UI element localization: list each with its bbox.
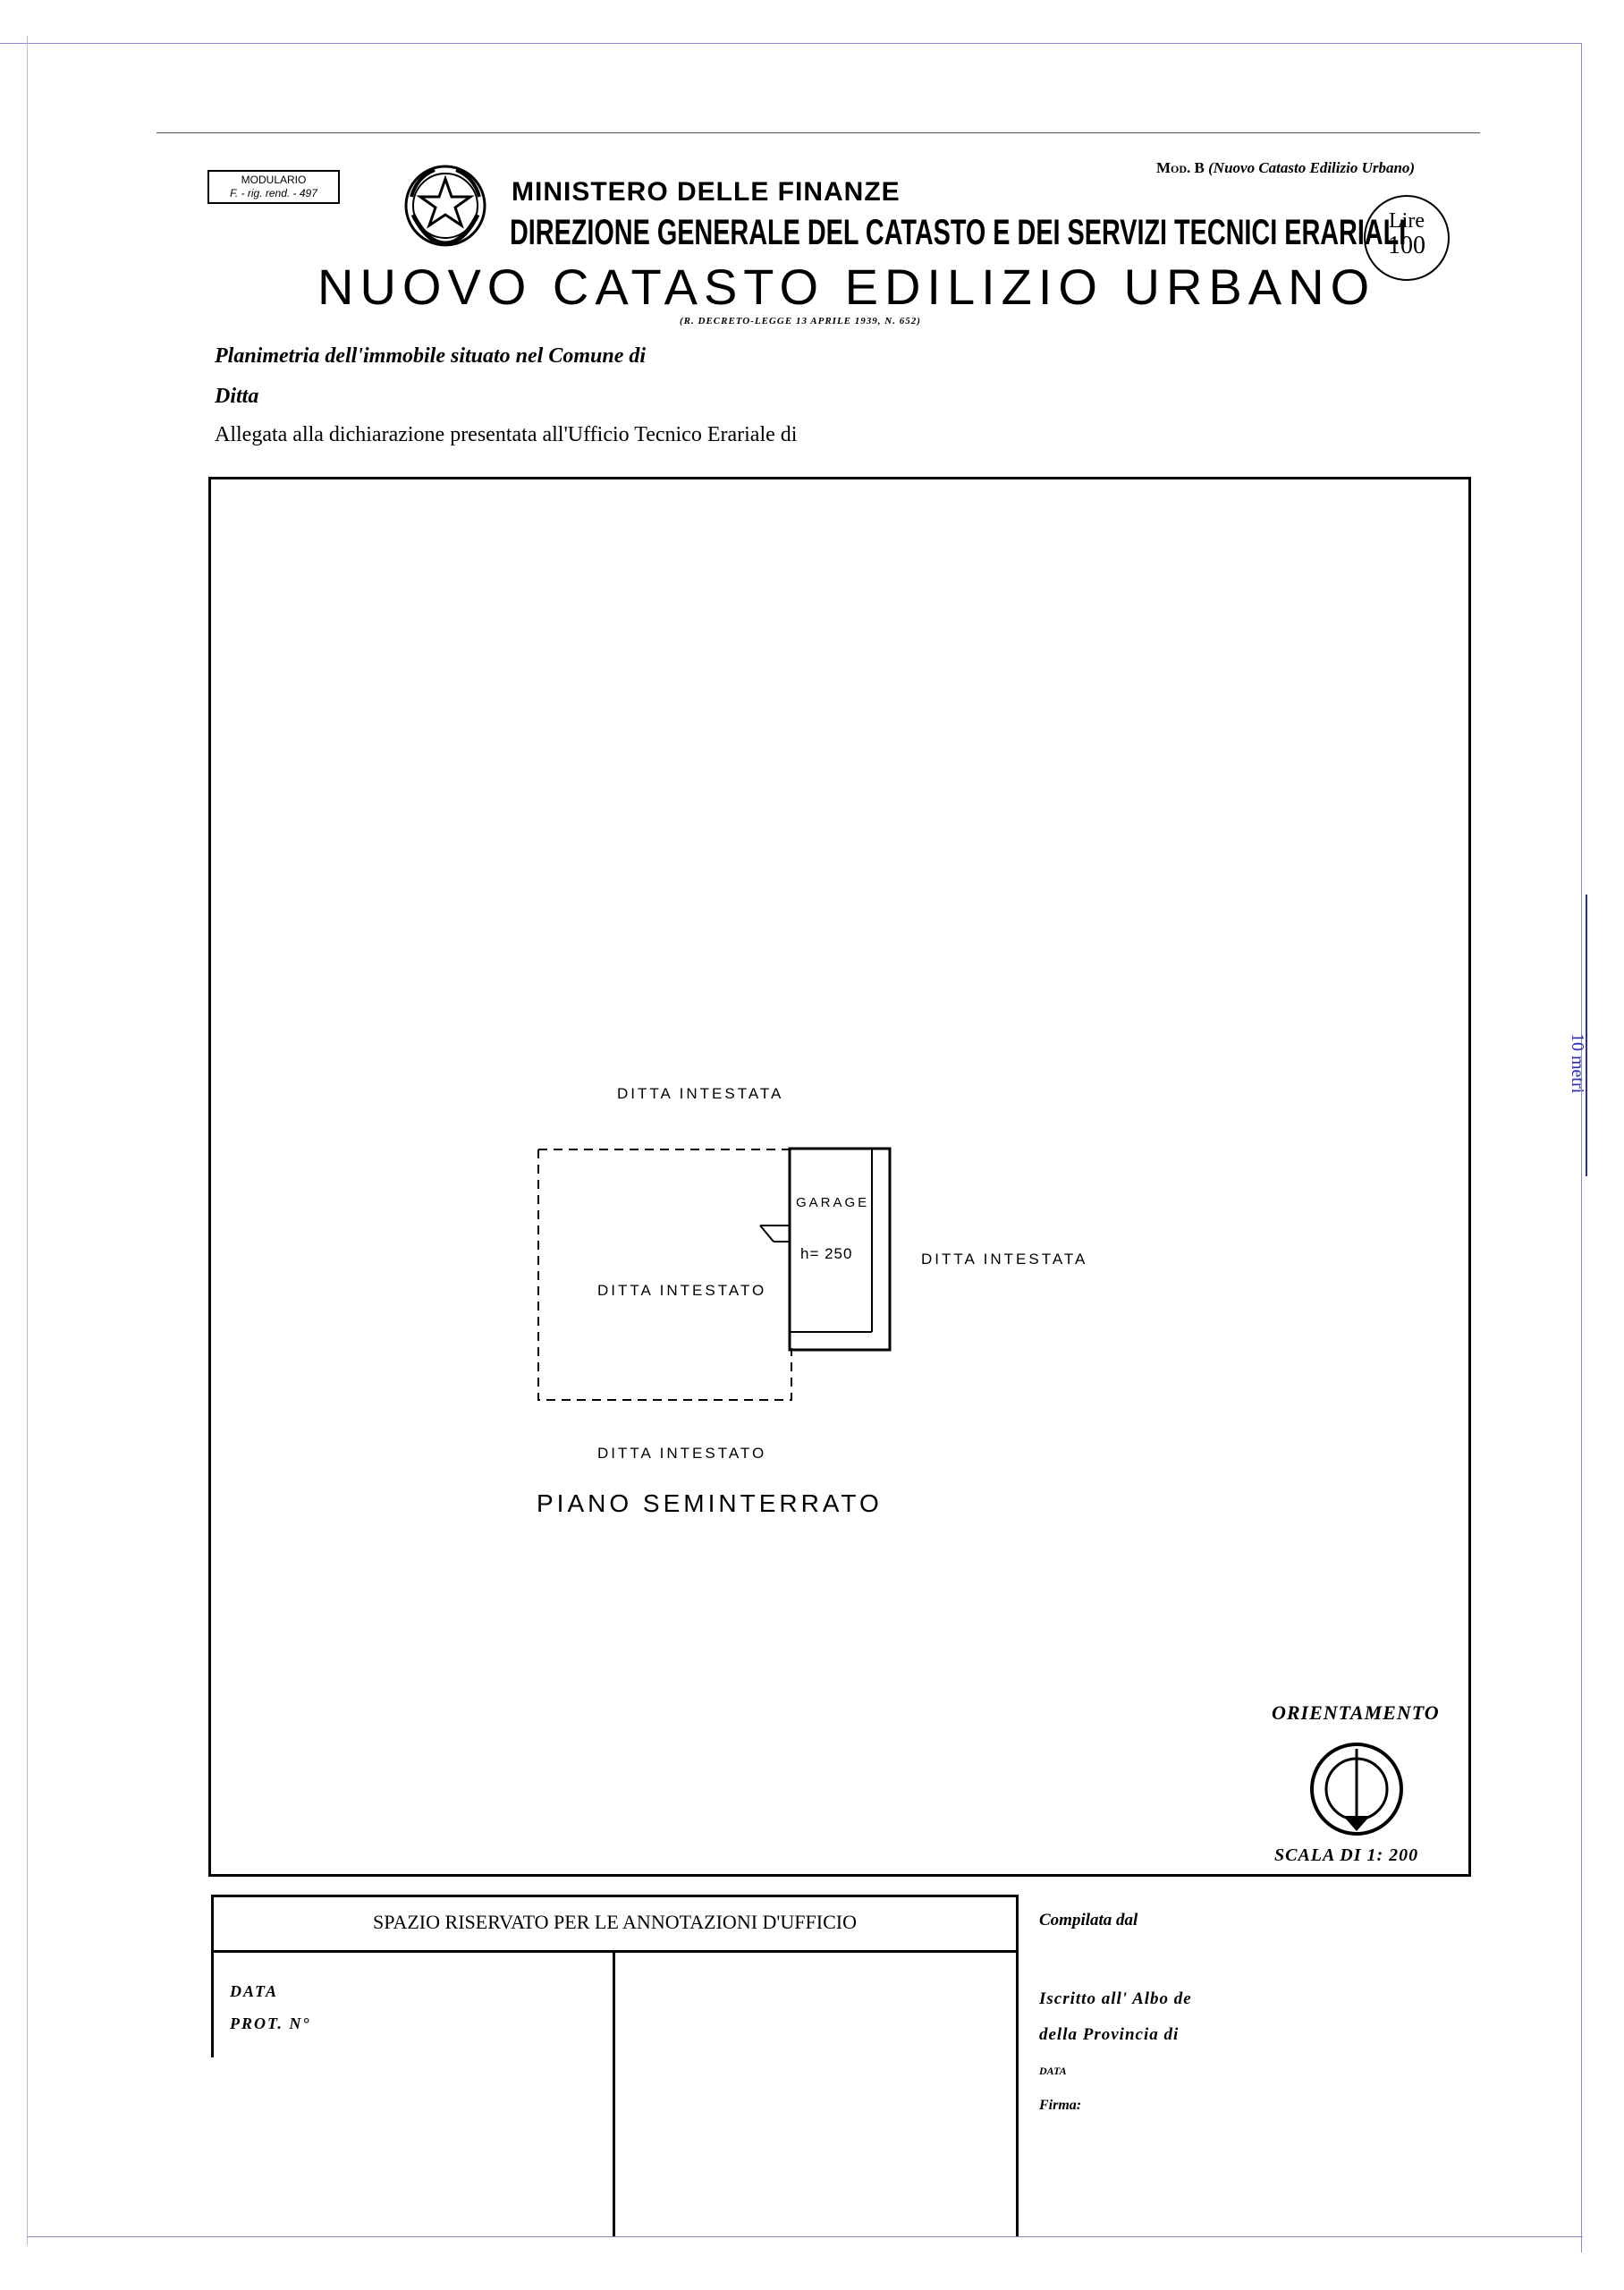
frame-top bbox=[0, 43, 1581, 44]
ditta-line: Ditta bbox=[215, 385, 259, 408]
stamp-label: Lire bbox=[1389, 209, 1425, 233]
footer-data-right: DATA bbox=[1039, 2065, 1067, 2077]
frame-bottom bbox=[27, 2236, 1583, 2237]
floor-label: PIANO SEMINTERRATO bbox=[537, 1489, 883, 1517]
mod-b-label: Mod. B (Nuovo Catasto Edilizio Urbano) bbox=[1156, 159, 1415, 177]
compilata-label: Compilata dal bbox=[1039, 1911, 1138, 1930]
height-label: h= 250 bbox=[800, 1245, 853, 1262]
mod-b: Mod. B bbox=[1156, 159, 1205, 176]
frame-left bbox=[27, 36, 28, 2245]
iscritto-label: Iscritto all' Albo de bbox=[1039, 1989, 1192, 2008]
reserved-middle-border bbox=[613, 1950, 615, 2236]
provincia-label: della Provincia di bbox=[1039, 2025, 1180, 2044]
stamp-value: 100 bbox=[1388, 232, 1425, 259]
garage-label: GARAGE bbox=[796, 1195, 870, 1210]
allegata-line: Allegata alla dichiarazione presentata a… bbox=[215, 423, 798, 446]
modulario-box: MODULARIO F. - rig. rend. - 497 bbox=[207, 170, 340, 204]
reserved-right-border bbox=[1016, 1895, 1019, 2236]
main-title: NUOVO CATASTO EDILIZIO URBANO bbox=[317, 259, 1376, 315]
ministry-name: MINISTERO DELLE FINANZE bbox=[512, 177, 901, 207]
footer-data: DATA bbox=[230, 1982, 279, 2000]
direction-name: DIREZIONE GENERALE DEL CATASTO E DEI SER… bbox=[510, 213, 1407, 252]
frame-right bbox=[1581, 43, 1582, 2252]
header-rule bbox=[156, 132, 1480, 133]
planimetria-line: Planimetria dell'immobile situato nel Co… bbox=[215, 344, 647, 368]
firma-label: Firma: bbox=[1039, 2098, 1082, 2113]
modulario-line2: F. - rig. rend. - 497 bbox=[230, 187, 317, 199]
plan-label-bottom: DITTA INTESTATO bbox=[597, 1445, 767, 1462]
reserved-left-border bbox=[211, 1950, 214, 2057]
mod-b-note: (Nuovo Catasto Edilizio Urbano) bbox=[1208, 159, 1416, 176]
scale-bar bbox=[1586, 895, 1587, 1176]
stamp-lire: Lire 100 bbox=[1364, 195, 1450, 281]
plan-label-left: DITTA INTESTATO bbox=[597, 1282, 767, 1299]
republic-emblem-icon bbox=[401, 161, 490, 250]
floor-plan bbox=[528, 1136, 903, 1413]
reserved-title: SPAZIO RISERVATO PER LE ANNOTAZIONI D'UF… bbox=[373, 1911, 857, 1933]
footer-prot: PROT. N° bbox=[230, 2014, 311, 2032]
north-arrow-icon bbox=[1307, 1740, 1406, 1838]
modulario-line1: MODULARIO bbox=[241, 174, 307, 186]
scale-bar-label: 10 metri bbox=[1568, 1033, 1587, 1094]
plan-label-right: DITTA INTESTATA bbox=[921, 1251, 1088, 1268]
decree-note: (R. DECRETO-LEGGE 13 APRILE 1939, N. 652… bbox=[680, 316, 921, 327]
scala-label: SCALA DI 1: 200 bbox=[1274, 1845, 1419, 1865]
plan-label-top: DITTA INTESTATA bbox=[617, 1085, 784, 1102]
plan-frame bbox=[208, 477, 1471, 1877]
orientamento-label: ORIENTAMENTO bbox=[1272, 1701, 1440, 1724]
